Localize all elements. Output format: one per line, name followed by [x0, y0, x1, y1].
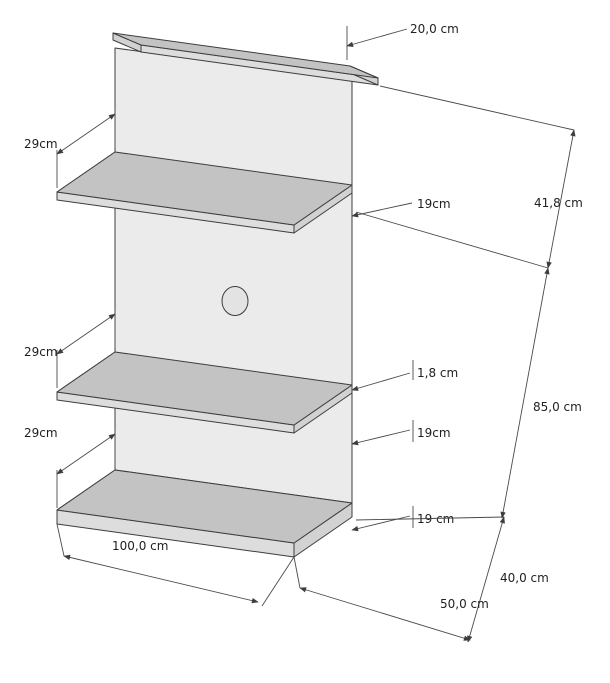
dim-line: [546, 129, 576, 269]
dim-label: 29cm: [24, 345, 58, 359]
top-shelf: [112, 32, 379, 86]
dim-lower-section-height: 40,0 cm: [467, 516, 549, 643]
upper-shelf-top-face: [56, 151, 353, 226]
dim-bottom-shelf-depth: 29cm: [24, 426, 116, 508]
dim-label: 19cm: [417, 197, 451, 211]
dim-ext-line: [293, 556, 301, 589]
back-panel-face: [114, 47, 353, 504]
dim-top-shelf-depth: 20,0 cm: [346, 22, 459, 60]
middle-shelf: [56, 351, 353, 434]
dim-label: 85,0 cm: [533, 400, 582, 414]
dim-ext-line: [56, 523, 65, 557]
dim-upper-section-height: 41,8 cm: [355, 85, 583, 269]
dim-line: [467, 516, 505, 643]
dim-ext-line: [355, 211, 549, 269]
dim-bottom-right-offset: 19 cm: [351, 506, 454, 532]
bottom-shelf-top-face: [56, 469, 353, 544]
dim-label: 41,8 cm: [534, 196, 583, 210]
upper-shelf: [56, 151, 353, 234]
dim-line: [500, 267, 550, 519]
bottom-shelf: [56, 469, 353, 558]
dim-leader-line: [346, 28, 408, 47]
dim-middle-shelf-depth: 29cm: [24, 310, 116, 388]
dim-label: 20,0 cm: [410, 22, 459, 36]
dim-leader-line: [351, 515, 411, 532]
dim-leader-line: [351, 429, 411, 446]
dim-ext-line: [379, 85, 575, 131]
dim-label: 100,0 cm: [112, 539, 168, 553]
dim-half-width: 50,0 cm: [293, 556, 489, 641]
middle-shelf-top-face: [56, 351, 353, 426]
dim-label: 29cm: [24, 426, 58, 440]
dim-ext-line: [261, 556, 295, 607]
dim-overall-width: 100,0 cm: [56, 523, 295, 607]
dim-label: 19cm: [417, 426, 451, 440]
dim-upper-shelf-depth: 29cm: [24, 110, 116, 188]
dim-upper-right-offset: 19cm: [351, 197, 451, 218]
dim-label: 19 cm: [417, 512, 454, 526]
top-shelf-top-face: [112, 32, 379, 79]
dim-label: 40,0 cm: [500, 571, 549, 585]
dim-label: 29cm: [24, 137, 58, 151]
dim-board-thickness: 1,8 cm: [351, 360, 458, 391]
dim-overall-height: 85,0 cm: [355, 267, 582, 521]
dim-leader-line: [351, 372, 411, 391]
dim-label: 1,8 cm: [417, 366, 458, 380]
dim-leader-line: [351, 202, 413, 218]
dim-line: [56, 433, 116, 475]
dim-line: [56, 113, 116, 155]
dim-line: [299, 587, 471, 641]
dim-middle-right-offset: 19cm: [351, 420, 451, 446]
dim-line: [63, 554, 259, 604]
dim-line: [56, 313, 116, 355]
dim-label: 50,0 cm: [440, 597, 489, 611]
cable-hole: [221, 286, 249, 316]
